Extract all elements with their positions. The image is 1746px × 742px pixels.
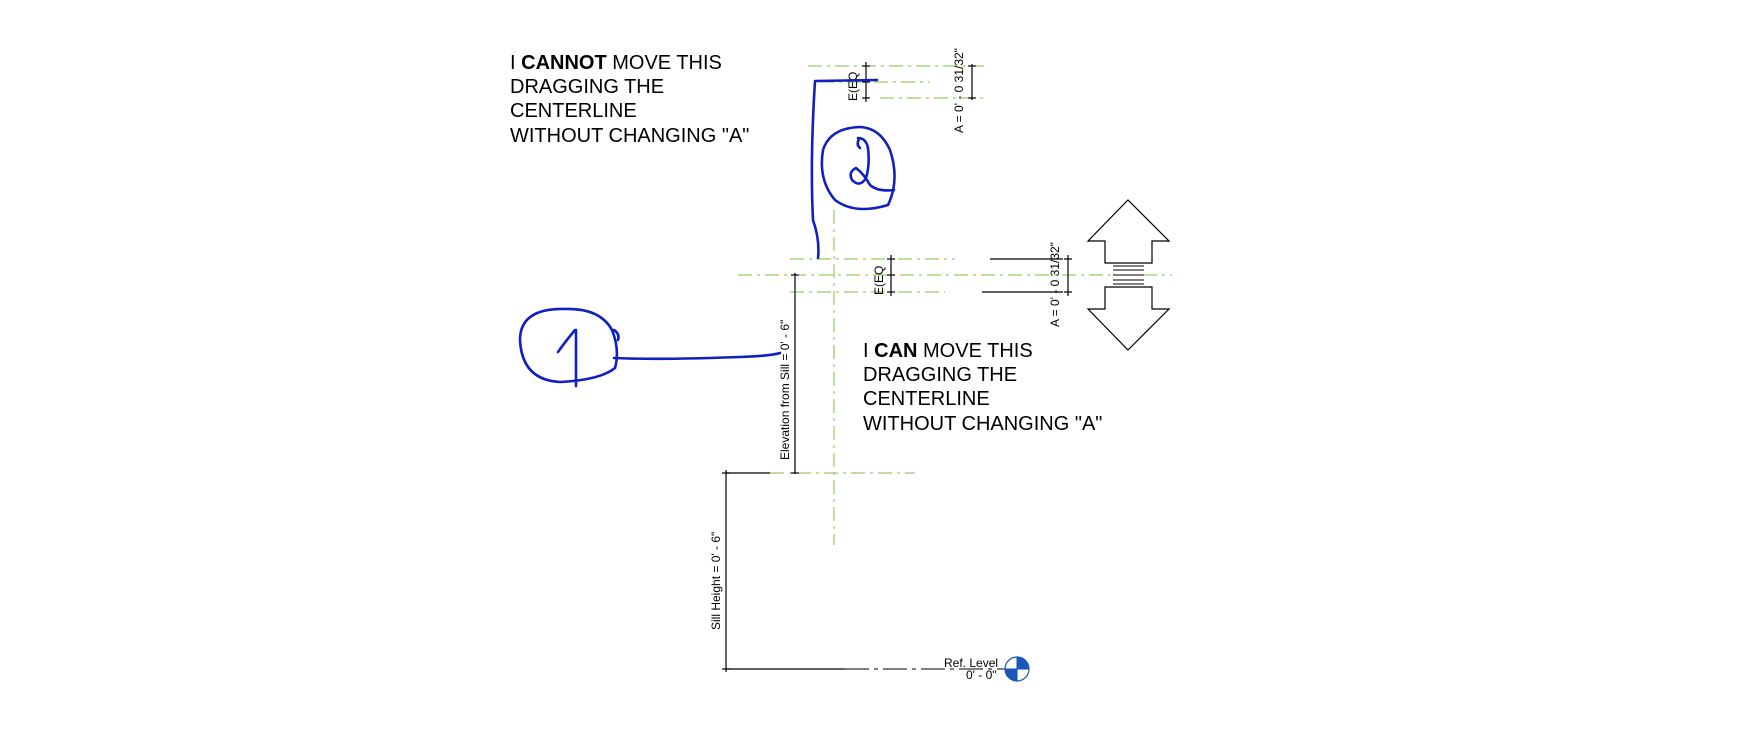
svg-text:CENTERLINE: CENTERLINE [863, 388, 990, 410]
note-can-move: I CAN MOVE THIS DRAGGING THE CENTERLINE … [863, 340, 1102, 435]
mid-a-label: A = 0' - 0 31/32" [1048, 242, 1062, 327]
svg-text:DRAGGING THE: DRAGGING THE [510, 76, 664, 98]
handwritten-marker-one [518, 307, 782, 388]
sill-height-label: Sill Height = 0' - 6" [709, 532, 723, 630]
mid-eq-dimension[interactable]: E(EQ [872, 255, 895, 296]
svg-text:I CAN MOVE THIS: I CAN MOVE THIS [863, 340, 1033, 362]
top-reference-planes [808, 65, 985, 99]
ref-level[interactable]: Ref. Level 0' - 0" [726, 656, 1030, 682]
level-elevation: 0' - 0" [966, 668, 997, 682]
top-eq-dimension[interactable]: E(EQ [846, 62, 870, 102]
svg-text:DRAGGING THE: DRAGGING THE [863, 364, 1017, 386]
level-marker-icon[interactable] [1004, 656, 1030, 682]
top-a-label: A = 0' - 0 31/32" [952, 48, 966, 133]
svg-text:WITHOUT CHANGING "A": WITHOUT CHANGING "A" [863, 413, 1102, 435]
mid-a-dimension[interactable]: A = 0' - 0 31/32" [982, 242, 1072, 327]
mid-eq-label: E(EQ [872, 266, 886, 295]
note-cannot-move: I CANNOT MOVE THIS DRAGGING THE CENTERLI… [510, 52, 749, 147]
level-name: Ref. Level [944, 656, 998, 670]
elevation-from-sill-label: Elevation from Sill = 0' - 6" [778, 320, 792, 460]
svg-text:CENTERLINE: CENTERLINE [510, 100, 637, 122]
svg-text:I CANNOT MOVE THIS: I CANNOT MOVE THIS [510, 52, 722, 74]
handwritten-marker-two [810, 78, 896, 260]
top-a-dimension[interactable]: A = 0' - 0 31/32" [952, 48, 976, 133]
double-arrow-icon[interactable] [1086, 199, 1171, 351]
svg-text:WITHOUT CHANGING "A": WITHOUT CHANGING "A" [510, 125, 749, 147]
top-eq-label: E(EQ [846, 72, 860, 101]
sill-height-dimension[interactable]: Sill Height = 0' - 6" [709, 470, 770, 672]
elevation-from-sill-dimension[interactable]: Elevation from Sill = 0' - 6" [778, 273, 799, 474]
